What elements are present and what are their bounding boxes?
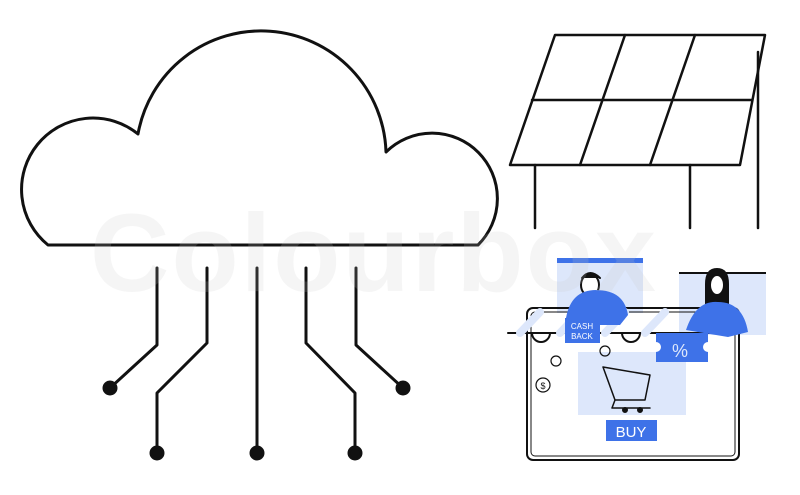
circuit-lines xyxy=(102,266,411,461)
watermark: Colourbox xyxy=(90,192,658,315)
cloud-icon xyxy=(20,29,499,247)
cashback-label-line2: BACK xyxy=(571,332,593,341)
shop-scene xyxy=(507,258,766,461)
cashback-label-line1: CASH xyxy=(571,322,593,331)
coin-icon: $ xyxy=(540,381,545,391)
solar-panel-icon xyxy=(508,33,767,230)
buy-label: BUY xyxy=(616,424,647,441)
coupon-percent-icon: % xyxy=(672,341,688,361)
